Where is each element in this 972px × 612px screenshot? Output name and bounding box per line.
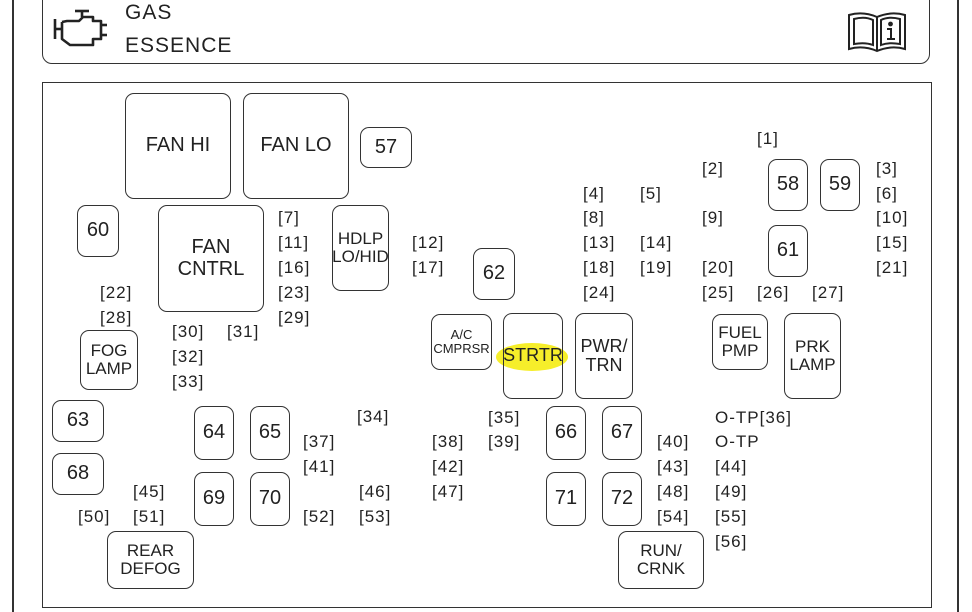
fuse-slot-s10: [10] xyxy=(876,208,909,227)
relay-fan-cntrl: FAN CNTRL xyxy=(158,205,264,312)
engine-icon xyxy=(53,9,107,47)
fuse-f60: 60 xyxy=(77,205,119,257)
relay-fog-lamp: FOG LAMP xyxy=(80,330,138,390)
fuse-slot-s52: [52] xyxy=(303,507,336,526)
owner-manual-icon xyxy=(848,12,906,53)
fuse-slot-s36: O-TP[36] xyxy=(715,408,792,427)
fuse-slot-s30: [30] xyxy=(172,322,205,341)
fuse-slot-s6: [6] xyxy=(876,184,898,203)
relay-strtr: STRTR xyxy=(503,313,563,399)
header-title-line2: ESSENCE xyxy=(125,34,233,57)
relay-hdlp-lo-hid: HDLP LO/HID xyxy=(332,205,389,291)
relay-fuel-pmp: FUEL PMP xyxy=(712,314,768,370)
fuse-f62: 62 xyxy=(473,248,515,300)
fuse-slot-s40tp: O-TP xyxy=(715,432,760,451)
fuse-slot-s20: [20] xyxy=(702,258,735,277)
fuse-f63: 63 xyxy=(52,400,104,442)
fuse-slot-s15: [15] xyxy=(876,233,909,252)
relay-fan-lo: FAN LO xyxy=(243,93,349,199)
right-frame-line xyxy=(957,0,959,612)
fuse-slot-s34: [34] xyxy=(357,407,390,426)
relay-pwr-trn: PWR/ TRN xyxy=(575,313,633,399)
fuse-slot-s9: [9] xyxy=(702,208,724,227)
fuse-slot-s13: [13] xyxy=(583,233,616,252)
relay-run-crnk: RUN/ CRNK xyxy=(618,531,704,589)
fuse-slot-s49: [49] xyxy=(715,482,748,501)
fuse-slot-s45: [45] xyxy=(133,482,166,501)
fuse-f68: 68 xyxy=(52,453,104,495)
fuse-slot-s3: [3] xyxy=(876,159,898,178)
fuse-slot-s12: [12] xyxy=(412,233,445,252)
fuse-f57: 57 xyxy=(360,127,412,168)
header-title-line1: GAS xyxy=(125,1,173,24)
fuse-slot-s42: [42] xyxy=(432,457,465,476)
starter-highlight xyxy=(496,343,568,371)
fuse-f70: 70 xyxy=(250,472,290,526)
fuse-slot-s22: [22] xyxy=(100,283,133,302)
fuse-f59: 59 xyxy=(820,159,860,211)
fuse-slot-s37: [37] xyxy=(303,432,336,451)
fuse-slot-s54: [54] xyxy=(657,507,690,526)
fuse-f71: 71 xyxy=(546,472,586,526)
fuse-slot-s4: [4] xyxy=(583,184,605,203)
fuse-slot-s5: [5] xyxy=(640,184,662,203)
fuse-slot-s1: [1] xyxy=(757,129,779,148)
relay-prk-lamp: PRK LAMP xyxy=(784,313,841,399)
fuse-slot-s7: [7] xyxy=(278,208,300,227)
fuse-slot-s14: [14] xyxy=(640,233,673,252)
fuse-slot-s51: [51] xyxy=(133,507,166,526)
fuse-slot-s21: [21] xyxy=(876,258,909,277)
fuse-slot-s40: [40] xyxy=(657,432,690,451)
fuse-f69: 69 xyxy=(194,472,234,526)
fuse-slot-s35: [35] xyxy=(488,408,521,427)
fuse-slot-s48: [48] xyxy=(657,482,690,501)
fuse-f61: 61 xyxy=(768,225,808,277)
fuse-f58: 58 xyxy=(768,159,808,211)
relay-rear-defog: REAR DEFOG xyxy=(107,531,194,589)
fuse-slot-s33: [33] xyxy=(172,372,205,391)
fuse-slot-s50: [50] xyxy=(78,507,111,526)
fuse-slot-s41: [41] xyxy=(303,457,336,476)
fuse-slot-s39: [39] xyxy=(488,432,521,451)
fuse-slot-s17: [17] xyxy=(412,258,445,277)
header-bar: GAS ESSENCE xyxy=(42,0,930,64)
fuse-slot-s47: [47] xyxy=(432,482,465,501)
fuse-slot-s8: [8] xyxy=(583,208,605,227)
fuse-f72: 72 xyxy=(602,472,642,526)
fuse-slot-s18: [18] xyxy=(583,258,616,277)
fuse-f67: 67 xyxy=(602,406,642,460)
fuse-slot-s55: [55] xyxy=(715,507,748,526)
fuse-f64: 64 xyxy=(194,406,234,460)
fuse-slot-s44: [44] xyxy=(715,457,748,476)
fuse-slot-s26: [26] xyxy=(757,283,790,302)
fuse-slot-s56: [56] xyxy=(715,532,748,551)
fuse-f66: 66 xyxy=(546,406,586,460)
fuse-slot-s53: [53] xyxy=(359,507,392,526)
fuse-slot-s25: [25] xyxy=(702,283,735,302)
relay-ac-cmprsr: A/C CMPRSR xyxy=(431,314,492,370)
fuse-f65: 65 xyxy=(250,406,290,460)
relay-fan-hi: FAN HI xyxy=(125,93,231,199)
fuse-slot-s2: [2] xyxy=(702,159,724,178)
fuse-slot-s19: [19] xyxy=(640,258,673,277)
fuse-slot-s11: [11] xyxy=(278,233,310,252)
fuse-slot-s43: [43] xyxy=(657,457,690,476)
fuse-slot-s24: [24] xyxy=(583,283,616,302)
fuse-slot-s31: [31] xyxy=(227,322,260,341)
fuse-slot-s46: [46] xyxy=(359,482,392,501)
fuse-slot-s27: [27] xyxy=(812,283,845,302)
fuse-slot-s38: [38] xyxy=(432,432,465,451)
fuse-slot-s28: [28] xyxy=(100,308,133,327)
fuse-slot-s32: [32] xyxy=(172,347,205,366)
left-frame-line xyxy=(12,0,14,612)
fuse-slot-s23: [23] xyxy=(278,283,311,302)
fuse-slot-s16: [16] xyxy=(278,258,311,277)
fuse-panel xyxy=(42,82,932,608)
fuse-slot-s29: [29] xyxy=(278,308,311,327)
